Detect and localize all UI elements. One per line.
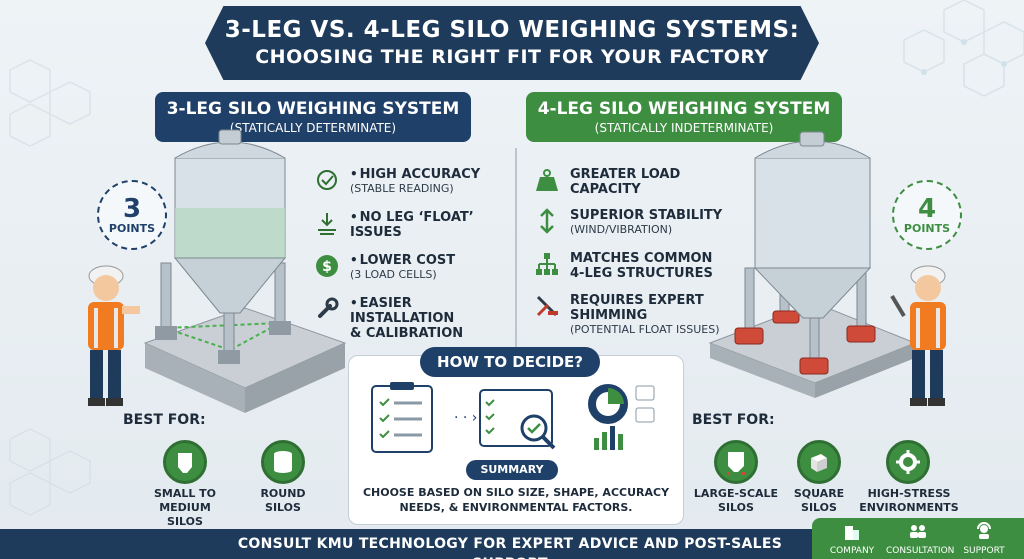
four-leg-header: 4-LEG SILO WEIGHING SYSTEM (STATICALLY I… [526, 92, 842, 142]
footer-consultation-label: CONSULTATION [886, 546, 955, 556]
four-leg-subtitle: (STATICALLY INDETERMINATE) [594, 121, 774, 135]
stability-arrows-icon [534, 208, 560, 234]
square-silo-icon [797, 440, 841, 484]
hex-network-decoration-left [9, 59, 91, 147]
four-leg-silo-illustration [708, 131, 917, 398]
engineer-right-illustration [890, 265, 946, 406]
feature-title: MATCHES COMMON [570, 251, 713, 266]
right-best-for-label: BEST FOR: [692, 412, 775, 428]
shim-tools-icon [534, 293, 560, 319]
best-for-square: SQUARE SILOS [784, 487, 854, 515]
feature-easier-installation: •EASIER INSTALLATION & CALIBRATION [314, 296, 514, 341]
hex-network-decoration [903, 0, 1024, 97]
footer-company[interactable]: COMPANY [820, 521, 884, 557]
caption-line-2: SILOS [718, 501, 754, 514]
best-for-small-medium: SMALL TO MEDIUM SILOS [140, 487, 230, 529]
caption-line-2: MEDIUM SILOS [159, 501, 211, 528]
best-for-round: ROUND SILOS [243, 487, 323, 515]
best-for-large-scale: LARGE-SCALE SILOS [688, 487, 784, 515]
svg-text:$: $ [322, 259, 332, 275]
feature-title-2: SHIMMING [570, 308, 648, 323]
four-points-badge: 4 POINTS [892, 180, 962, 250]
feature-title-2: & CALIBRATION [350, 326, 464, 341]
hex-network-decoration-bottom-left [9, 428, 91, 516]
feature-title: HIGH ACCURACY [359, 167, 481, 182]
decision-icons-illustration: · · › [371, 382, 655, 453]
feature-sub: (STABLE READING) [350, 182, 454, 195]
left-best-for-label: BEST FOR: [123, 412, 206, 428]
wrench-icon [314, 296, 340, 322]
svg-text:· · ›: · · › [454, 410, 477, 426]
support-icon [952, 521, 1016, 541]
gear-icon [886, 440, 930, 484]
company-icon [820, 521, 884, 541]
best-for-high-stress: HIGH-STRESS ENVIRONMENTS [856, 487, 962, 515]
feature-high-accuracy: •HIGH ACCURACY (STABLE READING) [314, 167, 514, 196]
title-banner: 3-LEG VS. 4-LEG SILO WEIGHING SYSTEMS: C… [205, 6, 819, 80]
feature-title: SUPERIOR STABILITY [570, 208, 723, 223]
feature-title: LOWER COST [359, 253, 456, 268]
three-points-number: 3 [122, 193, 142, 224]
three-leg-title: 3-LEG SILO WEIGHING SYSTEM [166, 99, 460, 119]
no-float-icon [314, 210, 340, 236]
center-divider [515, 148, 517, 348]
summary-text: CHOOSE BASED ON SILO SIZE, SHAPE, ACCURA… [362, 486, 670, 514]
caption-line-1: HIGH-STRESS [867, 487, 951, 500]
feature-matches-structures: MATCHES COMMON 4-LEG STRUCTURES [534, 251, 734, 281]
footer-support[interactable]: SUPPORT [952, 521, 1016, 557]
feature-superior-stability: SUPERIOR STABILITY (WIND/VIBRATION) [534, 208, 734, 237]
weight-icon [534, 167, 560, 193]
how-to-decide-title: HOW TO DECIDE? [420, 347, 600, 377]
caption-line-1: ROUND [260, 487, 306, 500]
three-points-label: POINTS [108, 221, 156, 235]
four-leg-title: 4-LEG SILO WEIGHING SYSTEM [537, 99, 831, 119]
title-line-2: CHOOSING THE RIGHT FIT FOR YOUR FACTORY [255, 46, 769, 68]
dollar-icon: $ [314, 253, 340, 279]
feature-sub: (POTENTIAL FLOAT ISSUES) [570, 323, 720, 336]
caption-line-1: SQUARE [793, 487, 845, 500]
feature-title: REQUIRES EXPERT [570, 293, 704, 308]
feature-lower-cost: $ •LOWER COST (3 LOAD CELLS) [314, 253, 514, 282]
feature-sub: (WIND/VIBRATION) [570, 223, 673, 236]
target-check-icon [314, 167, 340, 193]
footer-support-label: SUPPORT [963, 546, 1005, 556]
three-points-badge: 3 POINTS [97, 180, 167, 250]
title-line-1: 3-LEG VS. 4-LEG SILO WEIGHING SYSTEMS: [224, 17, 800, 43]
small-silo-icon [163, 440, 207, 484]
feature-title: NO LEG ‘FLOAT’ [359, 210, 474, 225]
footer-company-label: COMPANY [829, 546, 875, 556]
feature-title: GREATER LOAD [570, 167, 681, 182]
caption-line-2: SILOS [801, 501, 837, 514]
four-points-label: POINTS [903, 221, 951, 235]
three-leg-header: 3-LEG SILO WEIGHING SYSTEM (STATICALLY D… [155, 92, 471, 142]
feature-requires-shimming: REQUIRES EXPERT SHIMMING (POTENTIAL FLOA… [534, 293, 734, 337]
large-silo-icon [714, 440, 758, 484]
caption-line-1: LARGE-SCALE [693, 487, 779, 500]
four-points-number: 4 [917, 193, 937, 224]
feature-title-2: CAPACITY [570, 182, 641, 197]
feature-title: EASIER INSTALLATION [350, 296, 455, 326]
footer-consultation[interactable]: CONSULTATION [886, 521, 955, 557]
footer-text: CONSULT KMU TECHNOLOGY FOR EXPERT ADVICE… [237, 536, 783, 559]
feature-title-2: ISSUES [350, 225, 402, 240]
three-leg-silo-illustration [143, 129, 347, 413]
round-silo-icon [261, 440, 305, 484]
caption-line-2: ENVIRONMENTS [859, 501, 959, 514]
three-leg-subtitle: (STATICALLY DETERMINATE) [229, 121, 397, 135]
feature-sub: (3 LOAD CELLS) [350, 268, 437, 281]
caption-line-2: SILOS [265, 501, 301, 514]
feature-greater-load: GREATER LOAD CAPACITY [534, 167, 734, 197]
summary-label: SUMMARY [466, 460, 558, 480]
consultation-icon [886, 521, 950, 541]
structure-tree-icon [534, 251, 560, 277]
feature-no-leg-float: •NO LEG ‘FLOAT’ ISSUES [314, 210, 514, 240]
engineer-left-illustration [88, 265, 140, 406]
caption-line-1: SMALL TO [153, 487, 217, 500]
feature-title-2: 4-LEG STRUCTURES [570, 266, 713, 281]
